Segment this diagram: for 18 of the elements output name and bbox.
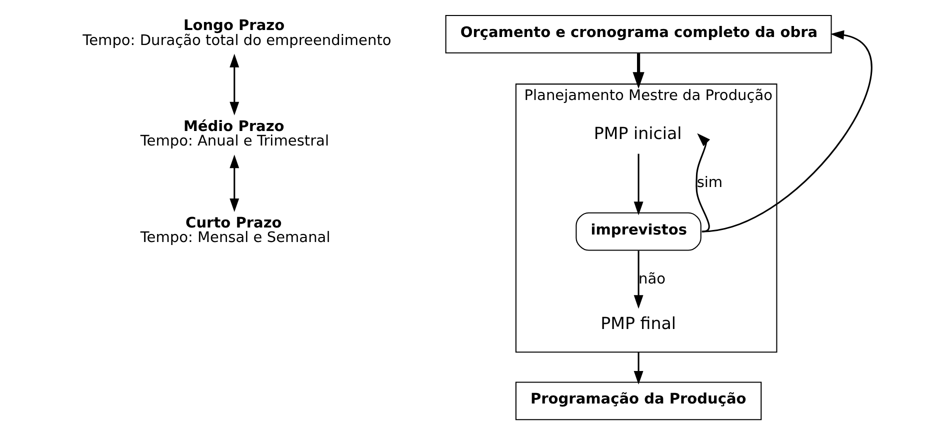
node-box: Orçamento e cronograma completo da obra bbox=[444, 14, 832, 54]
arrow bbox=[695, 133, 710, 232]
node-box: Programação da Produção bbox=[514, 382, 762, 420]
arrow bbox=[229, 154, 239, 212]
arrow bbox=[633, 352, 643, 385]
node-box: imprevistos bbox=[575, 212, 701, 251]
node-text: PMP final bbox=[600, 314, 676, 334]
arrow bbox=[701, 30, 872, 232]
arrow bbox=[633, 250, 643, 309]
arrow bbox=[633, 154, 643, 216]
node-text: Curto Prazo Tempo: Mensal e Semanal bbox=[140, 216, 330, 246]
node-text: PMP inicial bbox=[593, 124, 682, 143]
edge-label: sim bbox=[696, 175, 722, 192]
arrow bbox=[632, 53, 644, 89]
node-text: Médio Prazo Tempo: Anual e Trimestral bbox=[140, 119, 329, 150]
edge-label: não bbox=[638, 272, 666, 288]
arrow bbox=[229, 54, 239, 116]
node-text: Longo Prazo Tempo: Duração total do empreendimento bbox=[82, 18, 391, 49]
